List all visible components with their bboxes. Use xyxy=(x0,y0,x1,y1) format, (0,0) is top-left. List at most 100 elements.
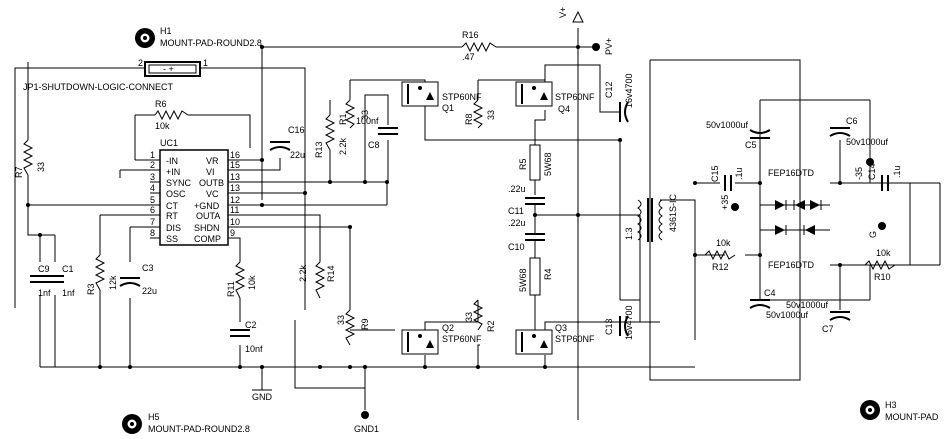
q4-value: STP60NF xyxy=(555,92,595,102)
uc1-pin-name: OUTA xyxy=(196,211,220,221)
resistor-r5: R5 5W68 xyxy=(518,144,553,181)
uc1-pin-name: VC xyxy=(206,189,219,199)
mount-pad-h3: H3 MOUNT-PAD xyxy=(860,400,939,422)
capacitor-c6: C6 50v1000uf xyxy=(829,116,889,147)
terminal-ground: G xyxy=(868,222,886,238)
capacitor-c10: C10 .22u xyxy=(508,218,545,252)
uc1-pin-name: VR xyxy=(206,156,219,166)
c11-value: .22u xyxy=(508,184,526,194)
h5-ref: H5 xyxy=(148,412,160,422)
uc1-pin-name: DIS xyxy=(166,223,181,233)
r14-value: 2.2k xyxy=(298,264,308,282)
capacitor-c9: C9 1nf xyxy=(30,264,51,298)
c8-ref: C8 xyxy=(368,140,380,150)
uc1-pin-num: 3 xyxy=(150,172,155,182)
c2-value: 10nf xyxy=(245,344,263,354)
q4-ref: Q4 xyxy=(558,104,570,114)
capacitor-c16: C16 22u xyxy=(269,125,305,160)
h5-value: MOUNT-PAD-ROUND2.8 xyxy=(148,424,250,434)
r5-value: 5W68 xyxy=(543,152,553,176)
q1-value: STP60NF xyxy=(442,92,482,102)
r12-value: 10k xyxy=(716,238,731,248)
c7-value: 50v1000uf xyxy=(786,300,829,310)
h3-value: MOUNT-PAD xyxy=(885,412,939,422)
uc1-left-pins: 1 -IN 2 +IN 3 SYNC 4 OSC 5 CT 6 RT 7 DIS… xyxy=(150,150,192,244)
uc1-pin-name: SYNC xyxy=(166,178,192,188)
resistor-r8: R8 33 xyxy=(464,99,496,129)
r9-ref: R9 xyxy=(360,318,370,330)
r2-ref: R2 xyxy=(486,320,496,332)
uc1-pin-name: -IN xyxy=(166,156,178,166)
c8-value: 100nf xyxy=(356,116,379,126)
junctions xyxy=(26,45,842,369)
capacitor-c2: C2 10nf xyxy=(230,320,263,354)
resistor-r6: R6 10k xyxy=(154,99,189,131)
uc1-pin-name: +IN xyxy=(166,167,180,177)
resistor-r3: R3 12k xyxy=(86,254,118,295)
jp1-pin-left: 2 xyxy=(138,58,143,68)
diode-upper-label: FEP16DTD xyxy=(768,168,815,178)
uc1-pin-name: COMP xyxy=(194,234,221,244)
c10-ref: C10 xyxy=(508,242,525,252)
capacitor-c4: C4 50v1000uf xyxy=(749,288,809,320)
gnd1-label: GND1 xyxy=(354,424,379,434)
r3-value: 12k xyxy=(108,275,118,290)
uc1-pin-num: 1 xyxy=(150,150,155,160)
uc1-pin-num: 15 xyxy=(230,160,240,170)
c14-value: .1u xyxy=(892,165,902,178)
uc1-pin-num: 16 xyxy=(230,150,240,160)
uc1-pin-num: 2 xyxy=(150,160,155,170)
r10-ref: R10 xyxy=(874,272,891,282)
capacitor-c13: C13 16v4700 xyxy=(604,305,634,340)
uc1-pin-num: 4 xyxy=(150,183,155,193)
r7-value: 33 xyxy=(36,162,46,172)
gnd1-terminal: GND1 xyxy=(354,411,379,434)
c11-ref: C11 xyxy=(508,206,524,216)
uc1-pin-num: 8 xyxy=(150,228,155,238)
jp1-symbols: - + xyxy=(163,64,174,74)
gnd-symbol: GND xyxy=(252,389,273,402)
r16-value: .47 xyxy=(462,52,475,62)
c1-value: 1nf xyxy=(62,288,75,298)
resistor-r2: R2 33 xyxy=(464,299,496,332)
uc1-pin-num: 13 xyxy=(230,183,240,193)
mosfet-q2: Q2 STP60NF xyxy=(401,323,482,355)
resistor-r14: R14 2.2k xyxy=(298,261,336,299)
uc1-pin-num: 11 xyxy=(230,205,239,215)
plus35-label: +35 xyxy=(720,195,730,210)
c1-ref: C1 xyxy=(62,264,74,274)
uc1-pin-num: 13 xyxy=(230,172,240,182)
resistor-r16: R16 .47 xyxy=(461,30,497,62)
uc1-pin-num: 5 xyxy=(150,195,155,205)
r4-ref: R4 xyxy=(543,268,553,280)
r12-ref: R12 xyxy=(712,262,729,272)
minus35-label: -35 xyxy=(854,167,864,180)
uc1-pin-name: CT xyxy=(166,201,178,211)
c4-value: 50v1000uf xyxy=(766,310,809,320)
resistor-r12: R12 10k xyxy=(704,238,736,272)
c13-ref: C13 xyxy=(604,318,614,335)
c5-value: 50v1000uf xyxy=(706,120,749,130)
q2-value: STP60NF xyxy=(442,334,482,344)
mosfet-q3: Q3 STP60NF xyxy=(515,323,595,355)
c16-value: 22u xyxy=(290,150,305,160)
uc1-ref: UC1 xyxy=(160,138,178,148)
capacitor-c1: C1 1nf xyxy=(48,264,75,298)
c14-ref: C14 xyxy=(867,163,877,180)
capacitor-c3: C3 22u xyxy=(119,263,157,296)
uc1-pin-num: 9 xyxy=(230,228,235,238)
mount-pad-h5: H5 MOUNT-PAD-ROUND2.8 xyxy=(122,412,250,434)
uc1-pin-name: RT xyxy=(166,211,178,221)
resistor-r11: R11 10k xyxy=(226,261,257,299)
uc1-pin-name: OSC xyxy=(166,189,186,199)
r13-value: 2.2k xyxy=(338,137,348,155)
r9-value: 33 xyxy=(336,315,346,325)
uc1-pin-name: +GND xyxy=(194,201,220,211)
h3-ref: H3 xyxy=(885,400,897,410)
resistor-r9: R9 33 xyxy=(336,309,370,346)
c13-value: 16v4700 xyxy=(624,305,634,340)
c7-ref: C7 xyxy=(822,324,834,334)
c3-ref: C3 xyxy=(142,263,154,273)
mosfet-q1: STP60NF Q1 xyxy=(401,81,482,113)
c15-ref: C15 xyxy=(710,165,720,182)
